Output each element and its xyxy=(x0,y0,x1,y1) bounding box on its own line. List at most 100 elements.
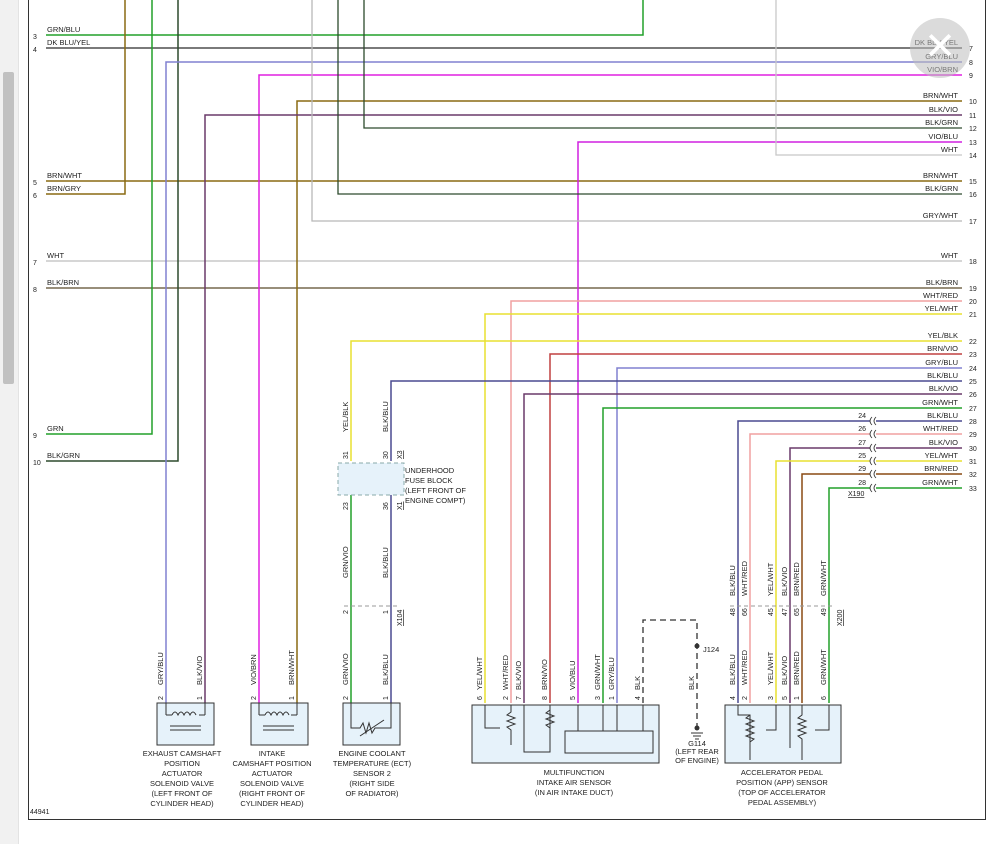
wire-left-10 xyxy=(46,0,179,462)
left-wire-label: GRN xyxy=(47,424,64,433)
right-wire-label: BLK/GRN xyxy=(925,118,958,127)
x1-connector-id: X1 xyxy=(397,501,404,510)
fuse-pin: 23 xyxy=(343,502,350,510)
x190-pin-symbol xyxy=(869,443,877,453)
wire-wht-14 xyxy=(775,0,962,156)
right-wire-number: 24 xyxy=(969,366,977,373)
ect-pin: 2 xyxy=(343,696,350,700)
left-wire-label: BRN/WHT xyxy=(47,171,82,180)
intake-pin: 1 xyxy=(289,696,296,700)
left-wire-number: 3 xyxy=(33,34,37,41)
wire-wht-red-mfias xyxy=(510,300,962,703)
wire-vlabel: BRN/VIO xyxy=(540,659,549,690)
ect-title: ENGINE COOLANT xyxy=(338,749,406,758)
left-wire-number: 6 xyxy=(33,193,37,200)
page-scrollbar-thumb[interactable] xyxy=(3,72,14,384)
intake-title: SOLENOID VALVE xyxy=(240,779,304,788)
diagram-frame xyxy=(28,0,986,820)
right-wire-number: 11 xyxy=(969,113,976,120)
exhaust-title: EXHAUST CAMSHAFT xyxy=(143,749,222,758)
right-wire-number: 33 xyxy=(969,486,977,493)
x200-pin: 48 xyxy=(730,608,737,616)
wire-vlabel: BLK/VIO xyxy=(195,656,204,685)
mfias-title: (IN AIR INTAKE DUCT) xyxy=(535,788,614,797)
x200-pin: 45 xyxy=(768,608,775,616)
app-pin: 6 xyxy=(821,696,828,700)
ect-title: (RIGHT SIDE xyxy=(349,779,394,788)
intake-coil-icon xyxy=(258,703,298,731)
right-wire-label: VIO/BLU xyxy=(928,132,958,141)
left-wire-number: 7 xyxy=(33,260,37,267)
intake-title: CAMSHAFT POSITION xyxy=(232,759,311,768)
fuse-pin: 30 xyxy=(383,451,390,459)
wire-app-down xyxy=(737,420,870,703)
right-wire-number: 27 xyxy=(969,406,977,413)
right-wire-label: BRN/WHT xyxy=(923,91,958,100)
right-wire-number: 26 xyxy=(969,392,977,399)
right-wire-label: GRN/WHT xyxy=(922,478,958,487)
mfias-pin: 1 xyxy=(609,696,616,700)
wire-vlabel: BLK/VIO xyxy=(780,567,789,596)
x104-connector-id: X104 xyxy=(397,610,404,626)
wire-gry-blu-exhaust xyxy=(165,61,962,703)
wire-vlabel: GRN/VIO xyxy=(341,546,350,578)
x190-pin-symbol xyxy=(869,483,877,493)
wire-vlabel: BLK/BLU xyxy=(381,401,390,432)
app-title: ACCELERATOR PEDAL xyxy=(741,768,823,777)
wire-vlabel: VIO/BLU xyxy=(568,660,577,690)
wire-vlabel: WHT/RED xyxy=(501,654,510,690)
right-wire-label: BLK/BRN xyxy=(926,278,958,287)
wire-vlabel: GRY/BLU xyxy=(156,652,165,685)
fuse-block-box xyxy=(337,462,405,496)
wire-blk-vio-mfias xyxy=(523,393,962,703)
x190-pin-symbol xyxy=(869,456,877,466)
close-button[interactable]: ✕ xyxy=(910,18,970,78)
x190-pin-number: 24 xyxy=(858,413,866,420)
fuse-block-label: UNDERHOOD xyxy=(405,466,455,475)
wire-vlabel: BLK/VIO xyxy=(514,661,523,690)
close-x-icon[interactable]: ✕ xyxy=(924,24,956,68)
wire-brn-wht-intake xyxy=(296,100,962,703)
wire-vlabel: GRY/BLU xyxy=(607,657,616,690)
app-pin: 5 xyxy=(782,696,789,700)
x200-pin: 66 xyxy=(742,608,749,616)
mfias-title: INTAKE AIR SENSOR xyxy=(537,778,612,787)
left-wire-number: 9 xyxy=(33,433,37,440)
diagram-id: 44941 xyxy=(30,809,50,816)
wire-vlabel: GRN/WHT xyxy=(819,560,828,596)
right-wire-number: 15 xyxy=(969,179,977,186)
app-internal-icon xyxy=(737,705,830,760)
right-wire-label: GRN/WHT xyxy=(922,398,958,407)
ect-title: TEMPERATURE (ECT) xyxy=(333,759,412,768)
mfias-module-icon xyxy=(564,730,654,754)
x190-pin-symbol xyxy=(869,469,877,479)
fuse-pin: 31 xyxy=(343,451,350,459)
wire-brn-vio-mfias xyxy=(549,353,962,703)
ect-pin: 1 xyxy=(383,696,390,700)
left-wire-label: GRN/BLU xyxy=(47,25,80,34)
fuse-block-label: FUSE BLOCK xyxy=(405,476,453,485)
component-layer xyxy=(156,416,877,764)
wire-vlabel: BLK/VIO xyxy=(780,656,789,685)
wire-vlabel: GRN/VIO xyxy=(341,653,350,685)
page-scrollbar[interactable] xyxy=(0,0,19,844)
right-wire-label: BLK/VIO xyxy=(929,438,958,447)
wire-vlabel: BLK xyxy=(633,676,642,690)
right-wire-label: BLK/BLU xyxy=(927,411,958,420)
wire-vlabel: BRN/RED xyxy=(792,651,801,685)
left-wire-number: 5 xyxy=(33,180,37,187)
x104-pin: 2 xyxy=(343,610,350,614)
right-wire-label: GRY/WHT xyxy=(923,211,959,220)
mfias-pin: 8 xyxy=(542,696,549,700)
right-wire-number: 14 xyxy=(969,153,977,160)
wire-app-down xyxy=(789,447,870,703)
right-wire-number: 9 xyxy=(969,73,973,80)
wire-vlabel: YEL/BLK xyxy=(341,402,350,432)
app-pin: 3 xyxy=(768,696,775,700)
x190-pin-symbol xyxy=(869,429,877,439)
intake-title: CYLINDER HEAD) xyxy=(240,799,304,808)
wire-vlabel: BLK/BLU xyxy=(381,654,390,685)
app-pin: 2 xyxy=(742,696,749,700)
right-wire-number: 17 xyxy=(969,219,977,226)
right-wire-number: 13 xyxy=(969,140,977,147)
